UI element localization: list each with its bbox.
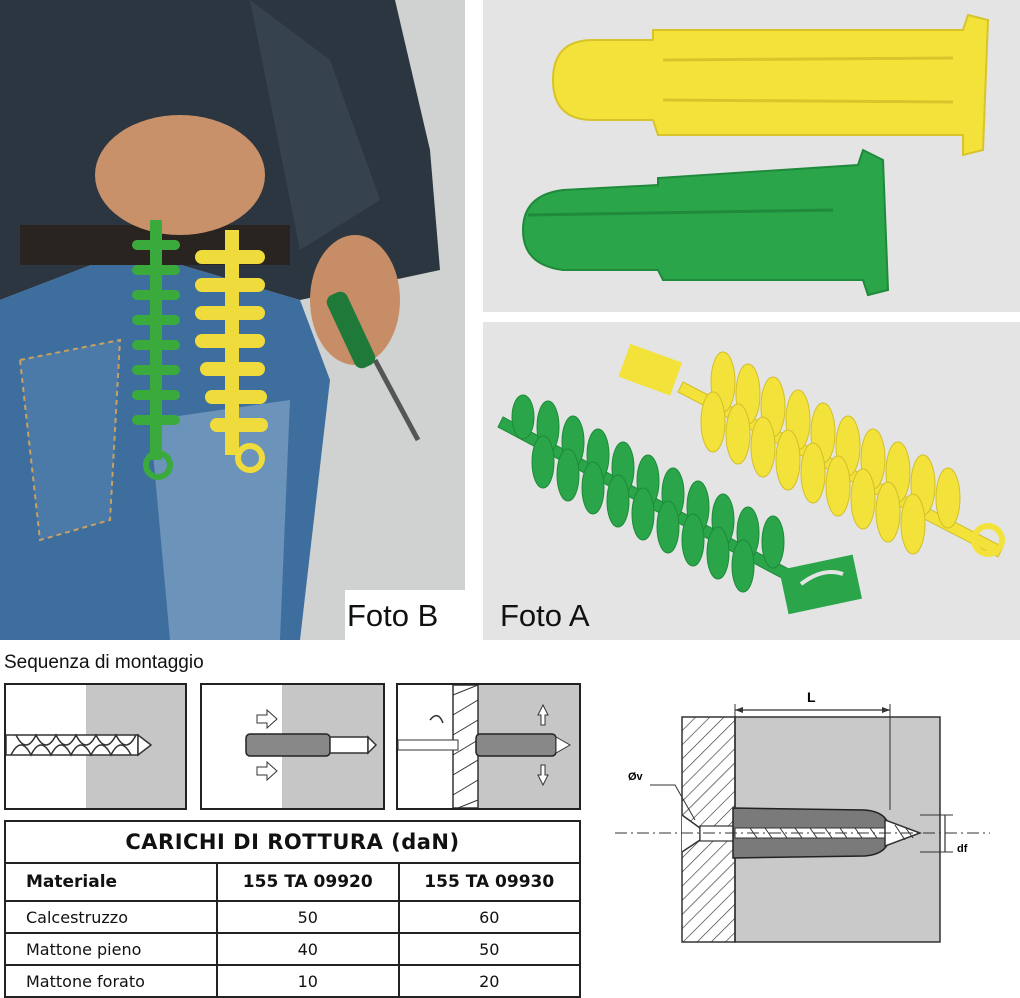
- photo-b-illustration: [0, 0, 465, 640]
- photo-a-caption: Foto A: [500, 598, 590, 633]
- step-1-drill: [4, 683, 187, 810]
- photo-a-strips: Foto A: [483, 322, 1020, 640]
- sequence-title: Sequenza di montaggio: [4, 652, 204, 673]
- cell-material: Mattone forato: [4, 964, 218, 998]
- cell-value: 50: [216, 900, 400, 934]
- drill-illustration: [6, 685, 185, 808]
- label-diameter: Øv: [628, 771, 644, 783]
- cell-value: 60: [397, 900, 581, 934]
- table-title: CARICHI DI ROTTURA (daN): [4, 820, 581, 864]
- header-code-2: 155 TA 09930: [397, 862, 581, 902]
- table-row: Mattone pieno 40 50: [4, 932, 581, 966]
- step-3-expand: [396, 683, 581, 810]
- expand-illustration: [398, 685, 579, 808]
- header-code-1: 155 TA 09920: [216, 862, 400, 902]
- plugs-illustration: [521, 13, 990, 297]
- label-L: L: [807, 689, 816, 705]
- photo-a-plugs: [483, 0, 1020, 312]
- cell-material: Mattone pieno: [4, 932, 218, 966]
- anchor-section-drawing: L df Øv: [615, 689, 990, 943]
- table-row: Calcestruzzo 50 60: [4, 900, 581, 934]
- photo-b: Foto B: [0, 0, 465, 640]
- header-materiale: Materiale: [4, 862, 218, 902]
- cell-value: 10: [216, 964, 400, 998]
- cell-value: 40: [216, 932, 400, 966]
- strips-illustration: [497, 343, 1005, 615]
- table-row: Mattone forato 10 20: [4, 964, 581, 998]
- photo-b-caption: Foto B: [347, 598, 439, 633]
- cell-value: 50: [397, 932, 581, 966]
- label-df: df: [957, 843, 968, 855]
- cell-value: 20: [397, 964, 581, 998]
- step-2-insert: [200, 683, 385, 810]
- cell-material: Calcestruzzo: [4, 900, 218, 934]
- technical-diagram: L df Øv: [605, 680, 1017, 980]
- table-header-row: Materiale 155 TA 09920 155 TA 09930: [4, 862, 581, 902]
- insert-illustration: [245, 685, 383, 808]
- breaking-loads-table: CARICHI DI ROTTURA (daN) Materiale 155 T…: [4, 820, 581, 998]
